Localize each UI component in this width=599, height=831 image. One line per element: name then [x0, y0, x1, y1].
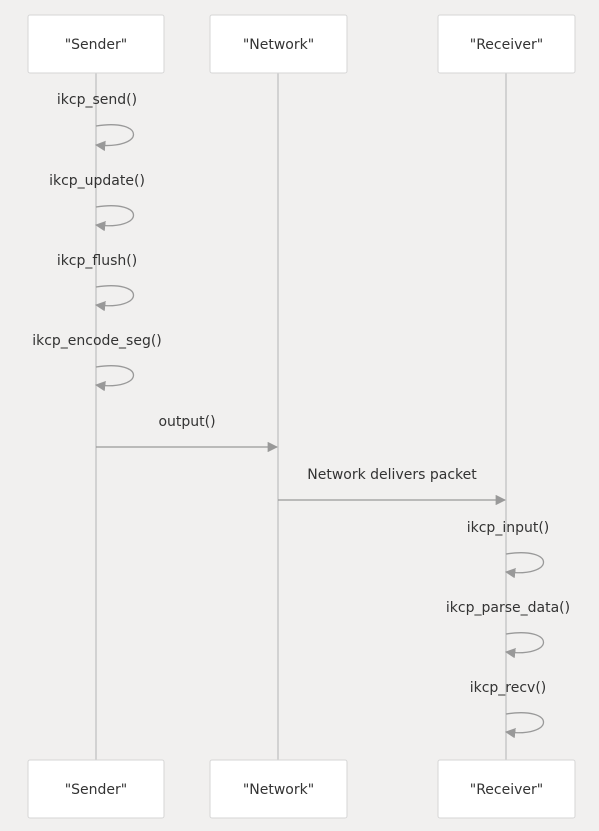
actor-sender-top-label: "Sender" — [65, 37, 128, 53]
message-network-delivers-label: Network delivers packet — [307, 467, 477, 483]
message-ikcp-update-label: ikcp_update() — [49, 173, 145, 189]
actor-network-bottom-label: "Network" — [243, 782, 314, 798]
actor-sender-bottom: "Sender" — [27, 759, 165, 819]
message-ikcp-encode-seg-arrow — [94, 365, 135, 392]
message-output-label: output() — [158, 414, 215, 430]
message-output: output() — [96, 414, 279, 453]
actor-network-bottom: "Network" — [209, 759, 348, 819]
actor-receiver-bottom-label: "Receiver" — [470, 782, 543, 798]
message-ikcp-flush-label: ikcp_flush() — [57, 253, 137, 269]
message-ikcp-parse-data: ikcp_parse_data() — [446, 600, 570, 659]
message-ikcp-send: ikcp_send() — [57, 92, 137, 152]
actor-receiver-bottom: "Receiver" — [437, 759, 576, 819]
message-ikcp-input-arrow — [504, 552, 545, 579]
message-ikcp-recv-arrow — [504, 712, 545, 739]
message-ikcp-flush-arrow — [94, 285, 135, 312]
actor-receiver-top: "Receiver" — [437, 14, 576, 74]
actor-sender-bottom-label: "Sender" — [65, 782, 128, 798]
message-ikcp-input: ikcp_input() — [467, 520, 550, 579]
actor-receiver-top-label: "Receiver" — [470, 37, 543, 53]
message-ikcp-update: ikcp_update() — [49, 173, 145, 232]
actor-network-top-label: "Network" — [243, 37, 314, 53]
actor-network-top: "Network" — [209, 14, 348, 74]
message-network-delivers: Network delivers packet — [278, 467, 507, 506]
message-ikcp-flush: ikcp_flush() — [57, 253, 137, 312]
message-ikcp-send-arrow — [94, 124, 135, 152]
message-ikcp-encode-seg: ikcp_encode_seg() — [32, 333, 162, 392]
message-ikcp-parse-data-label: ikcp_parse_data() — [446, 600, 570, 616]
message-ikcp-encode-seg-label: ikcp_encode_seg() — [32, 333, 162, 349]
message-ikcp-update-arrow — [94, 205, 135, 232]
message-ikcp-recv: ikcp_recv() — [470, 680, 547, 739]
message-ikcp-send-label: ikcp_send() — [57, 92, 137, 108]
actor-sender-top: "Sender" — [27, 14, 165, 74]
message-ikcp-recv-label: ikcp_recv() — [470, 680, 547, 696]
message-ikcp-input-label: ikcp_input() — [467, 520, 550, 536]
message-ikcp-parse-data-arrow — [504, 632, 545, 659]
